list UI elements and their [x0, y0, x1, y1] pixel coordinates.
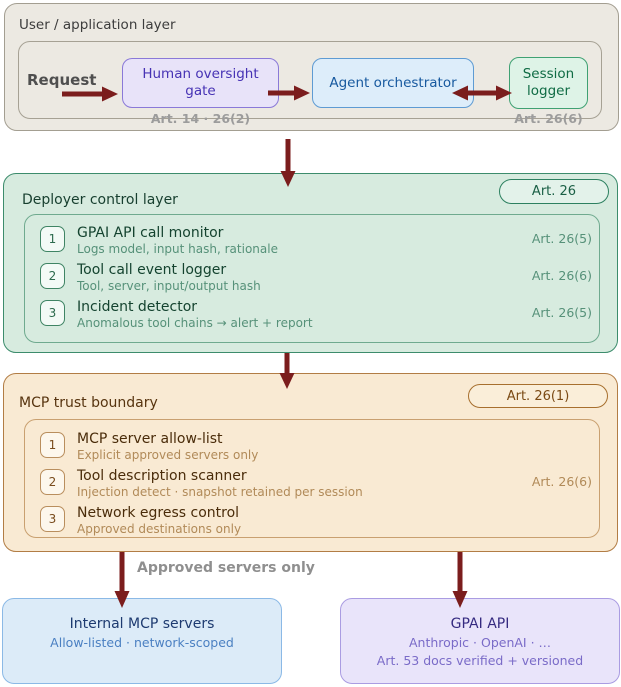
item-article-label: Art. 26(6)	[531, 268, 592, 283]
deployer-control-layer: Deployer control layer Art. 26 1 GPAI AP…	[3, 173, 618, 353]
item-title: Network egress control	[77, 505, 240, 521]
item-article-label: Art. 26(5)	[531, 305, 592, 320]
item-article-label: Art. 26(5)	[531, 231, 592, 246]
mcp-trust-boundary-layer: MCP trust boundary Art. 26(1) 1 MCP serv…	[3, 373, 618, 552]
mcp-article-badge: Art. 26(1)	[468, 384, 608, 408]
deployer-layer-title: Deployer control layer	[22, 192, 178, 208]
item-title: Incident detector	[77, 299, 198, 315]
user-layer-title: User / application layer	[19, 17, 176, 33]
item-number-chip: 1	[40, 432, 65, 458]
gpai-api-title: GPAI API	[450, 616, 510, 632]
agent-orchestrator-node[interactable]: Agent orchestrator	[312, 58, 474, 108]
item-number-chip: 3	[40, 506, 65, 532]
mcp-inner-frame	[24, 419, 600, 538]
item-number-chip: 3	[40, 300, 65, 326]
deployer-item-tool-call-event-logger[interactable]: 2 Tool call event logger Tool, server, i…	[40, 262, 596, 296]
agent-orchestrator-label: Agent orchestrator	[329, 74, 457, 91]
session-logger-label: Session logger	[522, 66, 575, 99]
item-subtitle: Explicit approved servers only	[77, 448, 259, 462]
human-oversight-gate-node[interactable]: Human oversight gate	[122, 58, 279, 108]
deployer-item-gpai-api-call-monitor[interactable]: 1 GPAI API call monitor Logs model, inpu…	[40, 225, 596, 259]
mcp-item-server-allow-list[interactable]: 1 MCP server allow-list Explicit approve…	[40, 431, 596, 465]
deployer-item-incident-detector[interactable]: 3 Incident detector Anomalous tool chain…	[40, 299, 596, 333]
gate-article-label: Art. 14 · 26(2)	[150, 111, 251, 126]
item-subtitle: Tool, server, input/output hash	[77, 279, 261, 293]
user-layer-inner-frame	[18, 41, 602, 119]
human-oversight-gate-label: Human oversight gate	[142, 66, 259, 99]
item-title: GPAI API call monitor	[77, 225, 224, 241]
user-application-layer: User / application layer Request Human o…	[4, 3, 619, 131]
gpai-api-docs-note: Art. 53 docs verified + versioned	[376, 653, 584, 668]
internal-mcp-servers-node[interactable]: Internal MCP servers Allow-listed · netw…	[2, 598, 282, 684]
request-label: Request	[27, 71, 97, 89]
item-number-chip: 2	[40, 469, 65, 495]
mcp-layer-title: MCP trust boundary	[19, 395, 158, 411]
gpai-api-node[interactable]: GPAI API Anthropic · OpenAI · … Art. 53 …	[340, 598, 620, 684]
item-number-chip: 2	[40, 263, 65, 289]
item-subtitle: Approved destinations only	[77, 522, 242, 536]
item-subtitle: Anomalous tool chains → alert + report	[77, 316, 313, 330]
gpai-api-providers: Anthropic · OpenAI · …	[408, 635, 552, 650]
session-logger-node[interactable]: Session logger	[509, 57, 588, 109]
item-subtitle: Injection detect · snapshot retained per…	[77, 485, 363, 499]
approved-servers-only-label: Approved servers only	[137, 560, 315, 576]
mcp-item-network-egress-control[interactable]: 3 Network egress control Approved destin…	[40, 505, 596, 539]
internal-mcp-servers-title: Internal MCP servers	[69, 616, 215, 632]
item-title: Tool description scanner	[77, 468, 247, 484]
deployer-article-badge: Art. 26	[499, 179, 609, 204]
item-number-chip: 1	[40, 226, 65, 252]
item-title: Tool call event logger	[77, 262, 227, 278]
item-subtitle: Logs model, input hash, rationale	[77, 242, 278, 256]
session-article-label: Art. 26(6)	[514, 111, 583, 126]
internal-mcp-servers-subtitle: Allow-listed · network-scoped	[50, 635, 234, 650]
item-article-label: Art. 26(6)	[531, 474, 592, 489]
mcp-item-tool-description-scanner[interactable]: 2 Tool description scanner Injection det…	[40, 468, 596, 502]
deployer-inner-frame	[24, 214, 600, 343]
item-title: MCP server allow-list	[77, 431, 223, 447]
